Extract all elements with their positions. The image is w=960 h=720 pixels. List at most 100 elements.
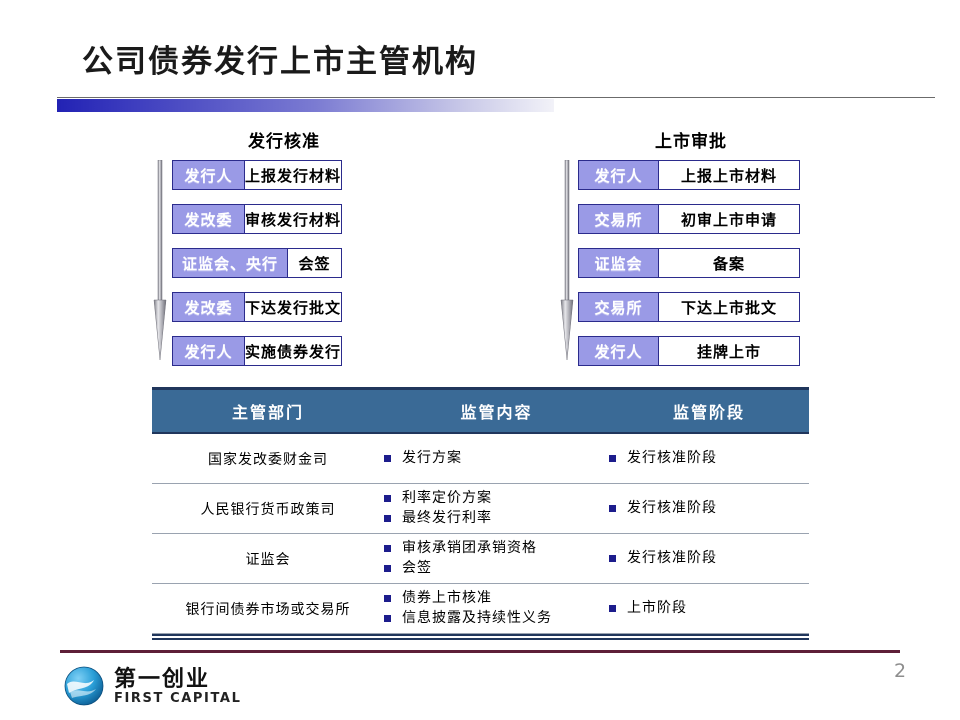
flowchart-issuance-approval: 发行人 上报发行材料 发改委 审核发行材料 证监会、央行 会签 发改委 下达发行… xyxy=(172,160,343,380)
square-bullet-icon xyxy=(384,615,391,622)
bullet-item: 利率定价方案 xyxy=(384,489,609,508)
table-header-content: 监管内容 xyxy=(460,403,533,422)
square-bullet-icon xyxy=(384,455,391,462)
flow-step-actor: 交易所 xyxy=(579,205,659,233)
flow-step-action: 下达发行批文 xyxy=(245,298,342,317)
table-row[interactable]: 人民银行货币政策司 利率定价方案 最终发行利率 发行核准阶段 xyxy=(152,484,809,534)
cell-stage: 发行核准阶段 xyxy=(609,499,809,518)
bullet-item: 审核承销团承销资格 xyxy=(384,539,609,558)
flow-step[interactable]: 发行人 挂牌上市 xyxy=(578,336,800,366)
flow-step[interactable]: 发行人 上报发行材料 xyxy=(172,160,343,190)
table-row[interactable]: 证监会 审核承销团承销资格 会签 发行核准阶段 xyxy=(152,534,809,584)
flow-step[interactable]: 证监会 备案 xyxy=(578,248,800,278)
table-bottom-rule-secondary xyxy=(152,638,809,640)
square-bullet-icon xyxy=(384,565,391,572)
table-row[interactable]: 国家发改委财金司 发行方案 发行核准阶段 xyxy=(152,434,809,484)
bullet-text: 审核承销团承销资格 xyxy=(402,540,537,556)
cell-department: 银行间债券市场或交易所 xyxy=(185,601,351,618)
footer-divider xyxy=(60,650,900,653)
bullet-text: 利率定价方案 xyxy=(402,490,492,506)
bullet-text: 最终发行利率 xyxy=(402,510,492,526)
cell-department: 国家发改委财金司 xyxy=(208,451,328,468)
bullet-text: 发行方案 xyxy=(402,450,462,466)
square-bullet-icon xyxy=(384,515,391,522)
table-row[interactable]: 银行间债券市场或交易所 债券上市核准 信息披露及持续性义务 上市阶段 xyxy=(152,584,809,634)
square-bullet-icon xyxy=(609,555,616,562)
bullet-text: 信息披露及持续性义务 xyxy=(402,610,552,626)
flow-step[interactable]: 交易所 初审上市申请 xyxy=(578,204,800,234)
logo-name-cn: 第一创业 xyxy=(114,665,211,692)
cell-content: 审核承销团承销资格 会签 xyxy=(384,539,609,578)
down-arrow-icon xyxy=(153,160,167,360)
flowchart-listing-approval: 发行人 上报上市材料 交易所 初审上市申请 证监会 备案 交易所 下达上市批文 … xyxy=(578,160,800,380)
cell-stage: 发行核准阶段 xyxy=(609,549,809,568)
table-bottom-rule xyxy=(152,634,809,636)
square-bullet-icon xyxy=(384,495,391,502)
square-bullet-icon xyxy=(384,595,391,602)
company-logo: 第一创业 FIRST CAPITAL xyxy=(62,662,262,710)
cell-department: 证监会 xyxy=(245,551,291,568)
flow-step-action: 备案 xyxy=(712,254,745,273)
logo-name-en: FIRST CAPITAL xyxy=(114,690,242,706)
bullet-text: 发行核准阶段 xyxy=(627,550,717,566)
flow-step[interactable]: 发改委 下达发行批文 xyxy=(172,292,343,322)
square-bullet-icon xyxy=(384,545,391,552)
flow-step-action: 初审上市申请 xyxy=(680,210,777,229)
flowchart-title-listing-approval: 上市审批 xyxy=(655,132,727,152)
cell-department: 人民银行货币政策司 xyxy=(200,501,336,518)
bullet-item: 发行核准阶段 xyxy=(609,549,809,568)
square-bullet-icon xyxy=(609,505,616,512)
flow-step[interactable]: 交易所 下达上市批文 xyxy=(578,292,800,322)
globe-icon xyxy=(64,666,104,706)
title-gradient-bar xyxy=(57,99,554,112)
bullet-item: 发行方案 xyxy=(384,449,609,468)
flow-step-actor: 证监会 xyxy=(579,249,659,277)
flow-step-action: 会签 xyxy=(298,254,331,273)
title-hairline-divider xyxy=(57,97,935,98)
bullet-item: 最终发行利率 xyxy=(384,509,609,528)
flow-step-actor: 发行人 xyxy=(173,337,245,365)
flow-step-action: 上报上市材料 xyxy=(680,166,777,185)
flow-step-actor: 交易所 xyxy=(579,293,659,321)
cell-stage: 上市阶段 xyxy=(609,599,809,618)
flow-step-actor: 发行人 xyxy=(579,161,659,189)
bullet-item: 发行核准阶段 xyxy=(609,499,809,518)
supervision-table: 主管部门 监管内容 监管阶段 国家发改委财金司 发行方案 发行核准阶段 人民银行… xyxy=(152,387,809,640)
bullet-item: 信息披露及持续性义务 xyxy=(384,609,609,628)
flow-step-actor: 发改委 xyxy=(173,293,245,321)
table-header-row: 主管部门 监管内容 监管阶段 xyxy=(152,390,809,434)
bullet-text: 债券上市核准 xyxy=(402,590,492,606)
bullet-item: 会签 xyxy=(384,559,609,578)
bullet-item: 发行核准阶段 xyxy=(609,449,809,468)
flow-step-action: 审核发行材料 xyxy=(245,210,342,229)
table-header-stage: 监管阶段 xyxy=(672,403,745,422)
square-bullet-icon xyxy=(609,455,616,462)
cell-content: 债券上市核准 信息披露及持续性义务 xyxy=(384,589,609,628)
bullet-text: 发行核准阶段 xyxy=(627,500,717,516)
flow-step[interactable]: 发行人 实施债券发行 xyxy=(172,336,343,366)
bullet-text: 上市阶段 xyxy=(627,600,687,616)
cell-content: 利率定价方案 最终发行利率 xyxy=(384,489,609,528)
flow-step-actor: 证监会、央行 xyxy=(173,249,288,277)
bullet-text: 会签 xyxy=(402,560,432,576)
table-header-department: 主管部门 xyxy=(231,403,304,422)
flowchart-title-issuance-approval: 发行核准 xyxy=(248,132,320,152)
flow-step[interactable]: 发改委 审核发行材料 xyxy=(172,204,343,234)
bullet-item: 上市阶段 xyxy=(609,599,809,618)
table-top-rule xyxy=(152,387,809,390)
cell-content: 发行方案 xyxy=(384,449,609,468)
flow-step-actor: 发行人 xyxy=(173,161,245,189)
flow-step-action: 上报发行材料 xyxy=(245,166,342,185)
flow-step-action: 实施债券发行 xyxy=(245,342,342,361)
down-arrow-icon xyxy=(560,160,574,360)
flow-step-action: 挂牌上市 xyxy=(696,342,761,361)
flow-step-actor: 发行人 xyxy=(579,337,659,365)
page-title: 公司债券发行上市主管机构 xyxy=(82,44,478,80)
flow-step-action: 下达上市批文 xyxy=(680,298,777,317)
flow-step[interactable]: 证监会、央行 会签 xyxy=(172,248,343,278)
page-number: 2 xyxy=(894,660,907,682)
square-bullet-icon xyxy=(609,605,616,612)
flow-step[interactable]: 发行人 上报上市材料 xyxy=(578,160,800,190)
bullet-item: 债券上市核准 xyxy=(384,589,609,608)
bullet-text: 发行核准阶段 xyxy=(627,450,717,466)
